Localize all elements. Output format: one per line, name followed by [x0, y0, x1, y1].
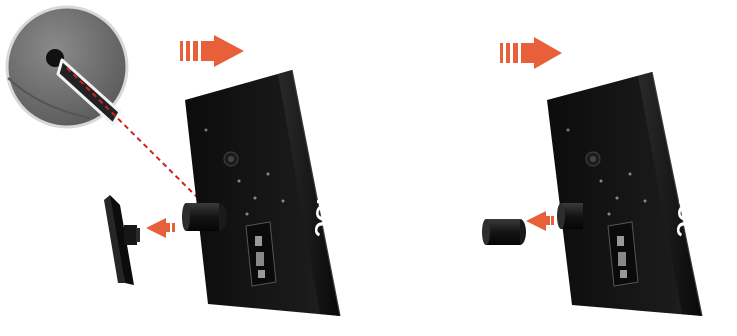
brand-logo: AOC: [310, 188, 338, 239]
direction-arrow-icon: [500, 37, 562, 69]
monitor-back: AOC: [185, 70, 340, 316]
brand-logo: AOC: [672, 188, 700, 239]
direction-arrow-icon: [180, 35, 244, 67]
step-1-group: AOC: [7, 7, 340, 316]
neck: [182, 203, 227, 231]
step-2-group: AOC: [482, 37, 702, 316]
callout-dashed-line: [67, 68, 207, 207]
detached-base: [104, 195, 140, 285]
monitor-back: AOC: [547, 72, 702, 316]
removal-arrow-icon: [526, 211, 554, 231]
neck-stub: [557, 203, 583, 229]
detached-neck: [482, 219, 526, 245]
removal-arrow-icon: [146, 218, 175, 238]
